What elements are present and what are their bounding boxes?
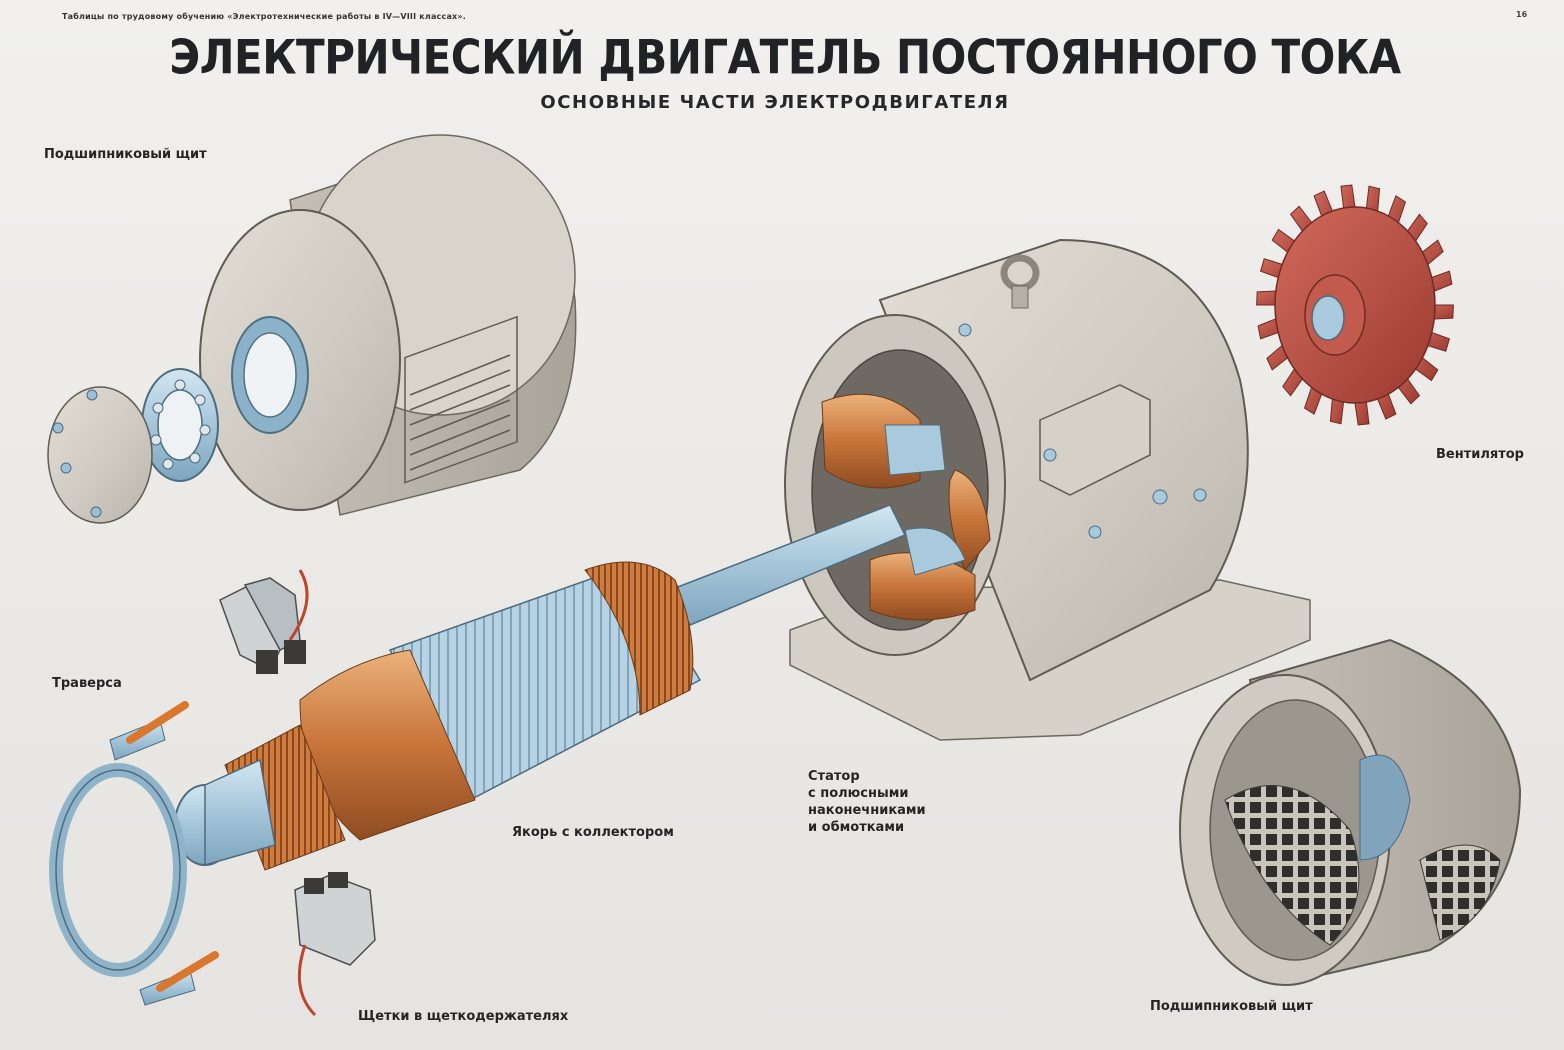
page-subtitle: ОСНОВНЫЕ ЧАСТИ ЭЛЕКТРОДВИГАТЕЛЯ <box>540 92 1010 113</box>
bearing-shield-top-illustration <box>199 134 577 516</box>
label-stator-line-2: с полюсными <box>808 786 909 801</box>
bearing-illustration <box>141 368 219 482</box>
bearing-cover-illustration <box>47 386 153 524</box>
label-brushes: Щетки в щеткодержателях <box>358 1009 569 1024</box>
label-stator: Статор с полюсными наконечниками и обмот… <box>808 768 926 836</box>
sheet-number: 16 <box>1516 10 1528 19</box>
label-bearing-shield-top: Подшипниковый щит <box>44 147 207 162</box>
label-traverse: Траверса <box>52 676 122 691</box>
label-stator-line-1: Статор <box>808 769 860 784</box>
label-stator-line-4: и обмотками <box>808 820 905 835</box>
brush-holder-bottom-illustration <box>294 872 376 1017</box>
page-title: ЭЛЕКТРИЧЕСКИЙ ДВИГАТЕЛЬ ПОСТОЯННОГО ТОКА <box>169 30 1401 85</box>
label-fan: Вентилятор <box>1436 447 1524 462</box>
stator-housing-illustration <box>784 238 1311 741</box>
label-armature: Якорь с коллектором <box>512 825 674 840</box>
label-bearing-shield-bottom: Подшипниковый щит <box>1150 999 1313 1014</box>
traverse-illustration <box>49 701 219 1006</box>
series-note: Таблицы по трудовому обучению «Электроте… <box>62 12 467 21</box>
armature-illustration <box>174 561 702 871</box>
label-stator-line-3: наконечниками <box>808 803 926 818</box>
bearing-shield-bottom-illustration <box>1179 638 1522 986</box>
brush-holder-top-illustration <box>219 569 309 674</box>
fan-illustration <box>1256 184 1454 426</box>
